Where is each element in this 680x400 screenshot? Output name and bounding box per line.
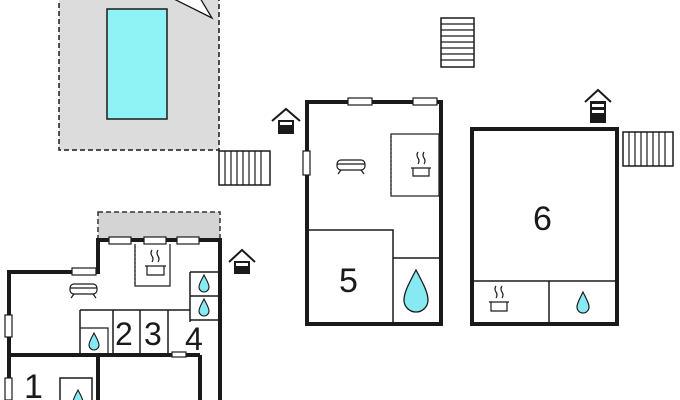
stove-icon <box>489 285 509 312</box>
stairs-icon <box>622 131 674 167</box>
room-2-label: 2 <box>115 316 133 352</box>
building-6: 6 <box>470 127 619 326</box>
swimming-pool <box>106 8 168 120</box>
house-entrance-icon <box>584 88 612 123</box>
water-drop-icon <box>198 273 210 293</box>
pool-ladder-icon <box>174 0 214 20</box>
sofa-icon <box>69 283 98 299</box>
stove-icon <box>411 151 431 177</box>
building-5: 5 <box>302 97 443 326</box>
room-5-label: 5 <box>339 262 358 300</box>
room-4-label: 4 <box>185 321 203 357</box>
room-3-label: 3 <box>144 316 162 352</box>
water-drop-icon <box>198 297 210 317</box>
stairs-icon <box>218 150 271 186</box>
water-drop-icon <box>403 268 429 313</box>
kitchen-area <box>390 133 440 197</box>
water-drop-icon <box>576 290 590 314</box>
building-1-4: 2 3 4 1 <box>4 211 222 400</box>
stairs-icon <box>440 17 475 68</box>
house-entrance-icon <box>271 107 301 134</box>
water-drop-icon <box>72 388 84 400</box>
water-drop-icon <box>88 331 100 351</box>
sofa-icon <box>336 159 366 175</box>
room-1-label: 1 <box>24 368 43 400</box>
room-6-label: 6 <box>533 200 552 238</box>
house-entrance-icon <box>228 248 256 274</box>
pool-area <box>58 0 220 151</box>
stove-icon <box>145 249 166 276</box>
